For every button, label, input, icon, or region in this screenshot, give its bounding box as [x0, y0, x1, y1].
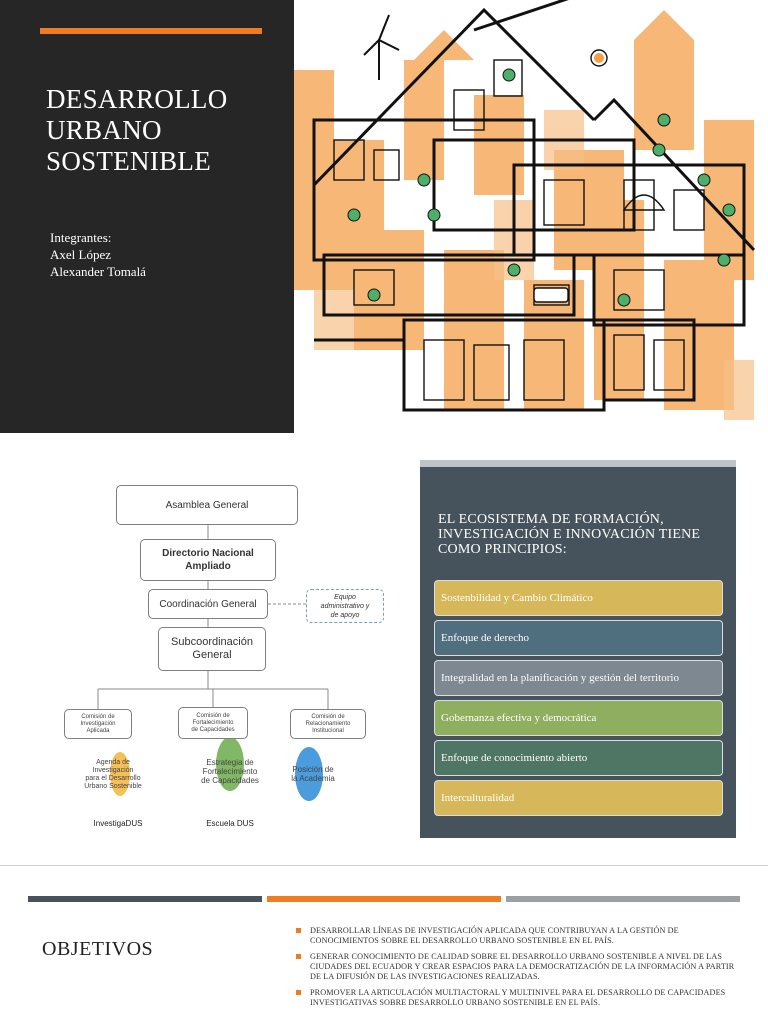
bullet-icon — [296, 928, 301, 933]
commission-blob — [295, 747, 323, 801]
commission-box-research: Comisión de Investigación Aplicada — [64, 709, 132, 739]
principles-heading: EL ECOSISTEMA DE FORMACIÓN, INVESTIGACIÓ… — [438, 512, 701, 557]
output-line: Estrategia de — [206, 758, 254, 767]
objective-text: DESARROLLAR LÍNEAS DE INVESTIGACIÓN APLI… — [310, 926, 679, 945]
objective-text: PROMOVER LA ARTICULACIÓN MULTIACTORAL Y … — [310, 988, 726, 1007]
divider-bar — [28, 896, 262, 902]
support-label: de apoyo — [330, 611, 360, 619]
output-line: para el Desarrollo — [85, 775, 141, 782]
assembly-box: Asamblea General — [116, 485, 298, 525]
output-line: Investigación — [92, 767, 134, 774]
commission-label: Comisión de — [311, 713, 345, 720]
objectives-title: OBJETIVOS — [42, 938, 154, 960]
commission-box-capacity: Comisión de Fortalecimiento de Capacidad… — [178, 707, 248, 739]
city-illustration — [294, 0, 756, 420]
output-line: Fortalecimiento — [202, 767, 258, 776]
panel-top-bar — [420, 460, 736, 467]
principle-item: Gobernanza efectiva y democrática — [434, 700, 723, 736]
divider-bar — [267, 896, 501, 902]
commission-box-institutional: Comisión de Relacionamiento Instituciona… — [290, 709, 366, 739]
directory-label: Directorio Nacional — [162, 548, 254, 559]
objective-item: DESARROLLAR LÍNEAS DE INVESTIGACIÓN APLI… — [296, 926, 736, 946]
divider-bar — [506, 896, 740, 902]
title-line: SOSTENIBLE — [46, 146, 211, 176]
org-chart: Asamblea General Directorio Nacional Amp… — [58, 483, 408, 853]
bullet-icon — [296, 990, 301, 995]
title-line: DESARROLLO — [46, 84, 228, 114]
output-line: Agenda de — [96, 759, 130, 766]
organization-slide: Asamblea General Directorio Nacional Amp… — [0, 433, 768, 865]
principles-panel: EL ECOSISTEMA DE FORMACIÓN, INVESTIGACIÓ… — [420, 460, 736, 838]
commission-label: Relacionamiento — [305, 720, 351, 727]
member-name: Axel López — [50, 247, 112, 262]
output-line: la Academia — [291, 774, 335, 783]
directory-label: Ampliado — [185, 561, 231, 572]
output-line: Posición de — [292, 765, 334, 774]
principle-item: Interculturalidad — [434, 780, 723, 816]
objective-item: GENERAR CONOCIMIENTO DE CALIDAD SOBRE EL… — [296, 952, 736, 982]
principle-item: Enfoque de conocimiento abierto — [434, 740, 723, 776]
commission-output-research: Agenda de Investigación para el Desarrol… — [68, 759, 158, 791]
team-label: Integrantes: — [50, 230, 112, 245]
program-label: InvestigaDUS — [93, 819, 143, 828]
commission-label: Comisión de — [81, 713, 115, 720]
accent-bar — [40, 28, 262, 34]
support-label: administrativo y — [320, 602, 370, 610]
principle-item: Enfoque de derecho — [434, 620, 723, 656]
coordination-box: Coordinación General — [148, 589, 268, 619]
bullet-icon — [296, 954, 301, 959]
title-slide: DESARROLLO URBANO SOSTENIBLE Integrantes… — [0, 0, 768, 433]
commission-output-institutional: Posición de la Academia — [278, 765, 348, 783]
program-label: Escuela DUS — [206, 819, 254, 828]
title-panel: DESARROLLO URBANO SOSTENIBLE Integrantes… — [0, 0, 294, 433]
commission-label: Investigación — [80, 720, 116, 727]
subcoordination-label: General — [192, 649, 232, 661]
commission-blob — [110, 752, 130, 796]
member-name: Alexander Tomalá — [50, 264, 146, 279]
commission-label: Aplicada — [86, 727, 110, 734]
principle-item: Sostenbilidad y Cambio Climático — [434, 580, 723, 616]
commission-label: Fortalecimiento — [192, 719, 234, 726]
output-line: Urbano Sostenible — [84, 783, 142, 790]
coordination-label: Coordinación General — [159, 598, 257, 610]
commission-blob — [216, 737, 244, 791]
commission-output-capacity: Estrategia de Fortalecimiento de Capacid… — [186, 758, 274, 785]
objectives-slide: OBJETIVOS DESARROLLAR LÍNEAS DE INVESTIG… — [0, 865, 768, 1024]
principle-item: Integralidad en la planificación y gesti… — [434, 660, 723, 696]
objective-item: PROMOVER LA ARTICULACIÓN MULTIACTORAL Y … — [296, 988, 736, 1008]
assembly-label: Asamblea General — [165, 499, 249, 511]
output-line: de Capacidades — [201, 776, 259, 785]
org-chart-connectors — [97, 525, 329, 801]
subcoordination-label: Subcoordinación — [171, 636, 253, 648]
support-team-box: Equipo administrativo y de apoyo — [306, 589, 384, 623]
commission-label: Institucional — [312, 727, 344, 734]
directory-box: Directorio Nacional Ampliado — [140, 539, 276, 581]
title-line: URBANO — [46, 115, 162, 145]
commission-label: de Capacidades — [191, 726, 235, 733]
objective-text: GENERAR CONOCIMIENTO DE CALIDAD SOBRE EL… — [310, 952, 735, 981]
objectives-list: DESARROLLAR LÍNEAS DE INVESTIGACIÓN APLI… — [296, 926, 736, 1014]
commission-label: Comisión de — [196, 712, 230, 719]
slide-title: DESARROLLO URBANO SOSTENIBLE — [46, 84, 286, 177]
support-label: Equipo — [334, 593, 356, 601]
subcoordination-box: Subcoordinación General — [158, 627, 266, 671]
team-block: Integrantes: Axel López Alexander Tomalá — [50, 229, 146, 280]
